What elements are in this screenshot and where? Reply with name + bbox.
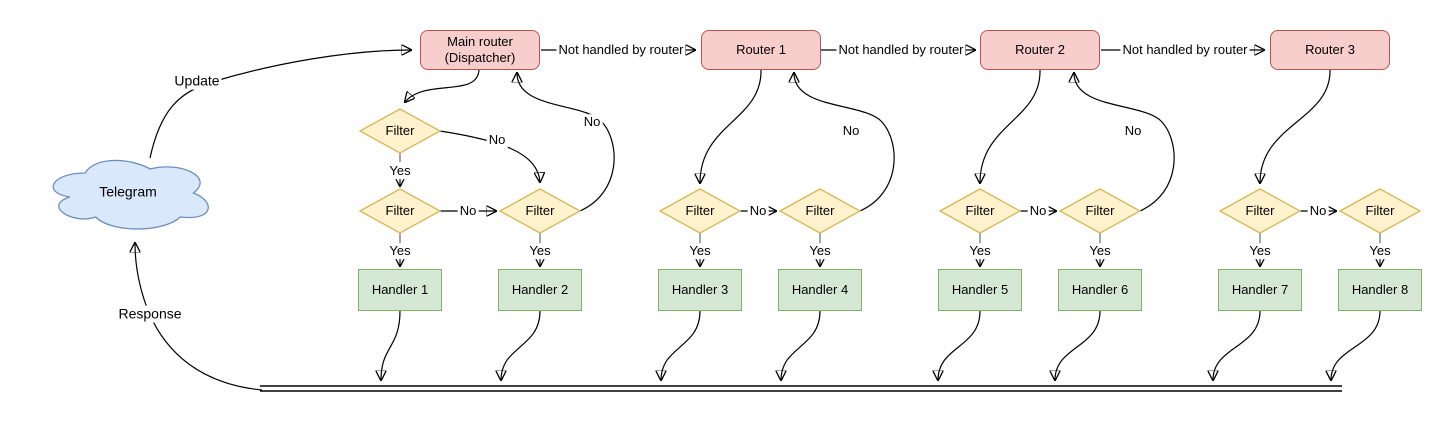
router2-node: Router 2: [980, 30, 1100, 70]
handler8-node: Handler 8: [1338, 269, 1422, 311]
yes-label: Yes: [387, 243, 413, 259]
edge-handler3-bus: [661, 310, 701, 380]
edge-handler8-bus: [1331, 310, 1381, 380]
filter-diamond-8: [1338, 188, 1422, 234]
handler6-label: Handler 6: [1071, 281, 1129, 297]
edge-filterA-no: [439, 130, 540, 182]
edge-update: [149, 50, 411, 159]
edge-handler4-bus: [781, 310, 821, 380]
filter-label: Filter: [525, 203, 555, 219]
not-handled-label-1: Not handled by router: [556, 42, 686, 58]
telegram-label: Telegram: [99, 183, 157, 200]
filter-label: Filter: [385, 203, 415, 219]
yes-label: Yes: [807, 243, 833, 259]
no-label: No: [1027, 203, 1049, 219]
handler5-label: Handler 5: [951, 281, 1009, 297]
yes-label: Yes: [1247, 243, 1273, 259]
no-label: No: [457, 203, 479, 219]
router3-node: Router 3: [1270, 30, 1390, 70]
edge-handler2-bus: [501, 310, 541, 380]
filter-diamond-1: [358, 188, 442, 234]
edge-dispatcher-to-filter: [405, 69, 480, 102]
handler1-label: Handler 1: [371, 281, 429, 297]
yes-label: Yes: [387, 163, 413, 179]
router2-label: Router 2: [1015, 41, 1065, 57]
no-label: No: [1122, 123, 1144, 139]
update-edge-label: Update: [172, 72, 222, 90]
handler5-node: Handler 5: [938, 269, 1022, 311]
not-handled-label-2: Not handled by router: [836, 42, 966, 58]
filter-diamond-5: [938, 188, 1022, 234]
handler2-node: Handler 2: [498, 269, 582, 311]
router3-label: Router 3: [1305, 41, 1355, 57]
no-label: No: [581, 114, 603, 130]
not-handled-label-3: Not handled by router: [1120, 42, 1250, 58]
handler1-node: Handler 1: [358, 269, 442, 311]
no-label: No: [747, 203, 769, 219]
filter-diamond-dispatcher: [358, 108, 442, 154]
router1-node: Router 1: [701, 30, 821, 70]
handler4-node: Handler 4: [778, 269, 862, 311]
edge-router2-to-filter: [980, 69, 1041, 183]
filter-diamond-2: [498, 188, 582, 234]
edge-handler5-bus: [938, 310, 981, 380]
yes-label: Yes: [527, 243, 553, 259]
dispatcher-node: Main router (Dispatcher): [420, 30, 540, 70]
edge-filter6-no-return: [1074, 73, 1175, 212]
handler4-label: Handler 4: [791, 281, 849, 297]
handler3-node: Handler 3: [658, 269, 742, 311]
yes-label: Yes: [1367, 243, 1393, 259]
handler2-label: Handler 2: [511, 281, 569, 297]
handler7-node: Handler 7: [1218, 269, 1302, 311]
response-edge-label: Response: [116, 305, 184, 323]
no-label: No: [486, 132, 508, 148]
filter-label: Filter: [1365, 203, 1395, 219]
filter-label: Filter: [805, 203, 835, 219]
filter-label: Filter: [385, 123, 415, 139]
filter-diamond-7: [1218, 188, 1302, 234]
yes-label: Yes: [687, 243, 713, 259]
yes-label: Yes: [967, 243, 993, 259]
handler3-label: Handler 3: [671, 281, 729, 297]
handler8-label: Handler 8: [1351, 281, 1409, 297]
filter-label: Filter: [1245, 203, 1275, 219]
edge-router3-to-filter: [1260, 69, 1331, 183]
yes-label: Yes: [1087, 243, 1113, 259]
edge-handler1-bus: [381, 310, 401, 380]
filter-diamond-4: [778, 188, 862, 234]
filter-diamond-6: [1058, 188, 1142, 234]
filter-label: Filter: [965, 203, 995, 219]
filter-label: Filter: [1085, 203, 1115, 219]
telegram-cloud: [52, 159, 209, 230]
router1-label: Router 1: [736, 41, 786, 57]
filter-label: Filter: [685, 203, 715, 219]
edge-filter4-no-return: [794, 73, 895, 212]
no-label: No: [840, 123, 862, 139]
handler6-node: Handler 6: [1058, 269, 1142, 311]
edge-router1-to-filter: [700, 69, 762, 183]
dispatcher-label: Main router (Dispatcher): [444, 33, 516, 65]
edge-filter2-no-return: [517, 73, 615, 212]
no-label: No: [1307, 203, 1329, 219]
edge-handler6-bus: [1055, 310, 1101, 380]
edge-handler7-bus: [1213, 310, 1261, 380]
handler7-label: Handler 7: [1231, 281, 1289, 297]
filter-diamond-3: [658, 188, 742, 234]
